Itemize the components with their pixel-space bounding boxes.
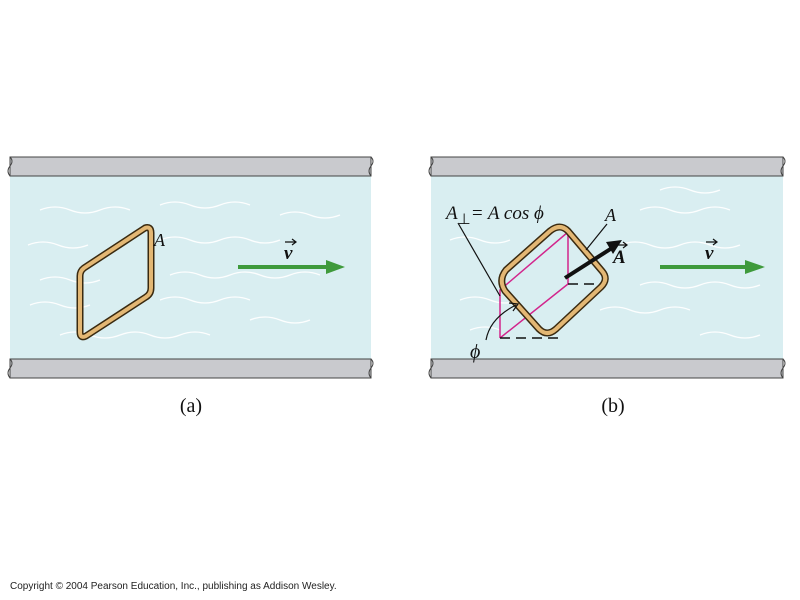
panel-a: A v (7, 156, 374, 379)
pipe-wall-top-b (430, 156, 784, 177)
loop-label-leader-b (585, 223, 608, 251)
velocity-label-b: v (705, 243, 714, 264)
pipe-wall-bottom-b (430, 358, 784, 379)
angle-label: ϕ (470, 341, 480, 363)
area-vector-arrow (563, 246, 614, 280)
area-vector-label: A (612, 247, 626, 268)
flow-lines-b (449, 186, 761, 339)
velocity-label-a: v (284, 243, 293, 264)
perp-area-leader (457, 222, 501, 297)
pipe-wall-bottom-a (9, 358, 372, 379)
area-vector-hat (616, 241, 628, 249)
panel-caption-b: (b) (601, 395, 625, 417)
angle-arc (485, 304, 517, 341)
panel-b: A A A⊥= A cos ϕ ϕ v (428, 156, 786, 379)
loop-label-a: A (153, 230, 166, 250)
wire-loop-a (76, 224, 155, 341)
panel-caption-a: (a) (179, 395, 203, 417)
pipe-wall-top-a (9, 156, 372, 177)
reference-dashes (500, 283, 606, 339)
velocity-arrowhead-a (326, 260, 345, 274)
angle-arc-head (508, 302, 520, 312)
loop-label-b: A (604, 205, 617, 225)
vector-hat-b (706, 238, 718, 246)
perp-area-equation: A⊥= A cos ϕ (444, 203, 544, 228)
copyright-notice: Copyright © 2004 Pearson Education, Inc.… (10, 581, 337, 592)
wire-loop-b (498, 223, 609, 337)
vector-hat-a (285, 238, 297, 246)
area-vector-arrowhead (606, 240, 622, 254)
velocity-arrowhead-b (745, 260, 765, 274)
